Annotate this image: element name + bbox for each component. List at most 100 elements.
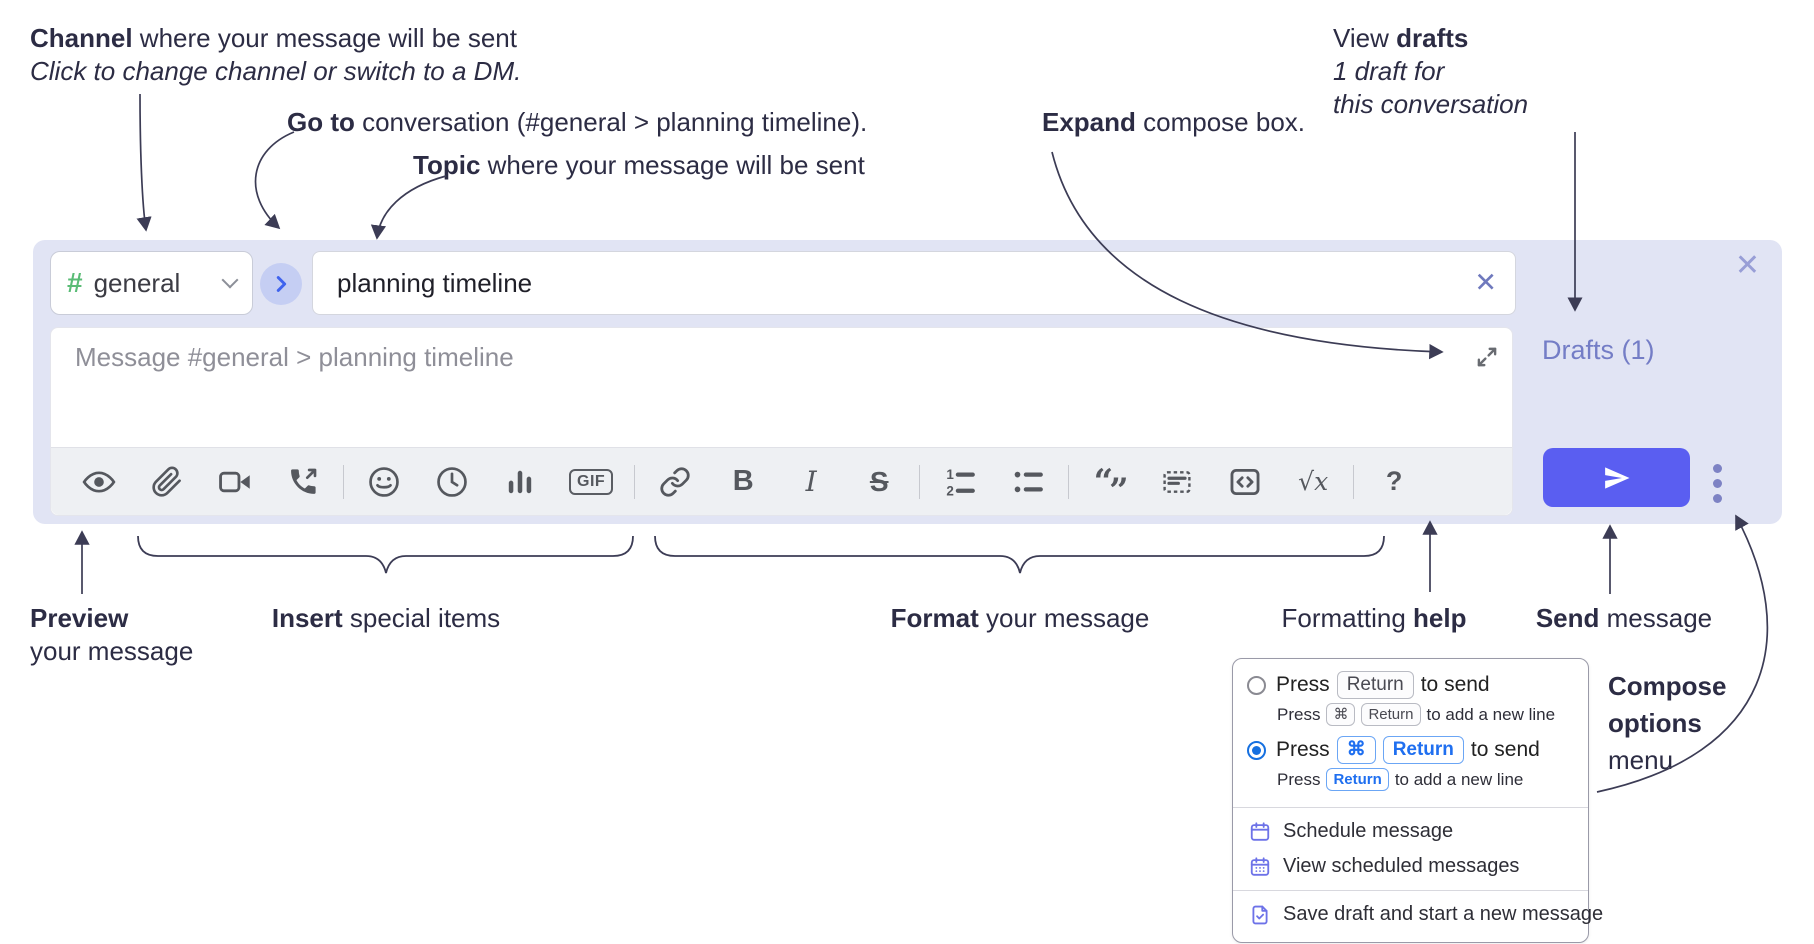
gif-label: GIF [577, 472, 606, 490]
send-plane-icon [1604, 466, 1629, 489]
channel-annotation-bold: Channel [30, 23, 133, 53]
drafts-annotation: View drafts 1 draft for this conversatio… [1333, 22, 1528, 121]
quote-open-glyph: “ [1093, 461, 1113, 502]
expand-annotation: Expand compose box. [1042, 106, 1305, 139]
message-placeholder: Message #general > planning timeline [75, 342, 514, 372]
insert-annotation: Insert special items [272, 602, 500, 635]
bulleted-list-icon[interactable] [1009, 463, 1047, 501]
compose-options-line1: Compose [1608, 671, 1727, 701]
help-annotation: Formatting help [1282, 602, 1467, 635]
message-input[interactable]: Message #general > planning timeline [50, 327, 1513, 516]
spoiler-icon[interactable] [1158, 463, 1196, 501]
return-key: Return [1382, 736, 1464, 764]
schedule-message-item[interactable]: Schedule message [1247, 814, 1574, 849]
poll-icon[interactable] [501, 463, 539, 501]
radio-selected-icon[interactable] [1247, 740, 1266, 760]
option-subtext: Press [1277, 769, 1321, 789]
expand-annotation-bold: Expand [1042, 107, 1136, 137]
send-annotation: Send message [1536, 602, 1712, 635]
send-button[interactable] [1543, 448, 1690, 507]
popup-divider [1233, 890, 1588, 891]
preview-annotation: Preview your message [30, 602, 193, 668]
help-annotation-bold: help [1413, 603, 1467, 633]
close-compose-icon[interactable]: ✕ [1734, 248, 1760, 283]
compose-options-line2: options [1608, 708, 1702, 738]
channel-selector[interactable]: # general [50, 251, 253, 315]
bold-icon[interactable]: B [732, 465, 754, 497]
view-scheduled-icon [1250, 856, 1270, 876]
toolbar-separator [343, 464, 344, 499]
toolbar-separator [1353, 464, 1355, 499]
return-key: Return [1326, 768, 1389, 791]
gif-icon[interactable]: GIF [569, 468, 614, 495]
link-icon[interactable] [656, 463, 694, 501]
insert-annotation-bold: Insert [271, 603, 343, 633]
chevron-right-icon [276, 276, 287, 292]
italic-icon[interactable]: I [805, 465, 817, 498]
option-subtext: to add a new line [1394, 769, 1524, 789]
expand-annotation-rest: compose box. [1135, 107, 1306, 137]
menu-item-label: Schedule message [1283, 820, 1454, 842]
math-icon[interactable]: √x [1294, 463, 1332, 501]
math-var-glyph: x [1314, 467, 1329, 496]
topic-line [370, 175, 447, 240]
save-draft-icon [1252, 905, 1268, 924]
channel-annotation-italic: Click to change channel or switch to a D… [30, 56, 522, 86]
compose-options-annotation: Compose options menu [1608, 668, 1726, 779]
goto-conversation-button[interactable] [260, 263, 302, 305]
preview-annotation-line2: your message [30, 636, 194, 666]
view-scheduled-item[interactable]: View scheduled messages [1247, 849, 1574, 884]
audio-call-icon[interactable] [284, 463, 322, 501]
preview-icon[interactable] [80, 463, 118, 501]
radio-unselected-icon[interactable] [1247, 675, 1266, 695]
strikethrough-icon[interactable]: S [869, 465, 889, 497]
topic-input[interactable]: planning timeline ✕ [312, 251, 1516, 315]
quote-icon[interactable]: “” [1090, 461, 1129, 511]
schedule-clock-icon[interactable] [433, 463, 471, 501]
format-annotation-bold: Format [890, 603, 979, 633]
cmd-key: ⌘ [1326, 703, 1356, 726]
code-icon[interactable] [1226, 463, 1264, 501]
goto-annotation: Go to conversation (#general > planning … [287, 106, 867, 139]
drafts-annotation-bold: drafts [1396, 23, 1469, 53]
option-text: Press [1276, 673, 1330, 696]
channel-annotation: Channel where your message will be sent … [30, 22, 521, 88]
return-key: Return [1336, 671, 1414, 699]
toolbar-separator [919, 464, 921, 499]
drafts-link[interactable]: Drafts (1) [1542, 335, 1655, 365]
topic-value: planning timeline [337, 267, 533, 298]
send-annotation-bold: Send [1535, 603, 1600, 633]
svg-text:2: 2 [947, 483, 954, 498]
menu-item-label: View scheduled messages [1283, 855, 1520, 877]
emoji-icon[interactable] [365, 463, 403, 501]
popup-divider [1233, 807, 1588, 808]
topic-annotation-bold: Topic [413, 150, 481, 180]
send-on-return-subtext: Press ⌘ Return to add a new line [1247, 699, 1574, 736]
save-draft-item[interactable]: Save draft and start a new message [1247, 897, 1603, 932]
send-on-cmd-return-option[interactable]: Press ⌘ Return to send [1247, 736, 1574, 764]
drafts-annotation-line2: 1 draft for [1333, 56, 1445, 86]
channel-hash-icon: # [67, 267, 83, 298]
toolbar-separator [1068, 464, 1070, 499]
math-root-glyph: √ [1298, 467, 1315, 496]
return-key: Return [1361, 703, 1421, 726]
send-on-return-option[interactable]: Press Return to send [1247, 671, 1574, 699]
help-icon[interactable]: ? [1385, 466, 1403, 496]
channel-annotation-rest: where your message will be sent [132, 23, 517, 53]
goto-line [254, 131, 295, 230]
help-annotation-pre: Formatting [1281, 603, 1414, 633]
attach-file-icon[interactable] [148, 463, 186, 501]
clear-topic-icon[interactable]: ✕ [1474, 267, 1497, 299]
expand-compose-icon[interactable] [1474, 344, 1500, 370]
video-call-icon[interactable] [216, 463, 254, 501]
menu-item-label: Save draft and start a new message [1283, 903, 1604, 925]
cmd-key: ⌘ [1336, 736, 1376, 764]
send-annotation-rest: message [1599, 603, 1713, 633]
option-subtext: Press [1277, 704, 1321, 724]
preview-annotation-bold: Preview [30, 603, 129, 633]
compose-options-kebab-icon[interactable] [1713, 464, 1722, 503]
compose-options-popup: Press Return to send Press ⌘ Return to a… [1232, 658, 1603, 943]
insert-brace [137, 535, 634, 574]
